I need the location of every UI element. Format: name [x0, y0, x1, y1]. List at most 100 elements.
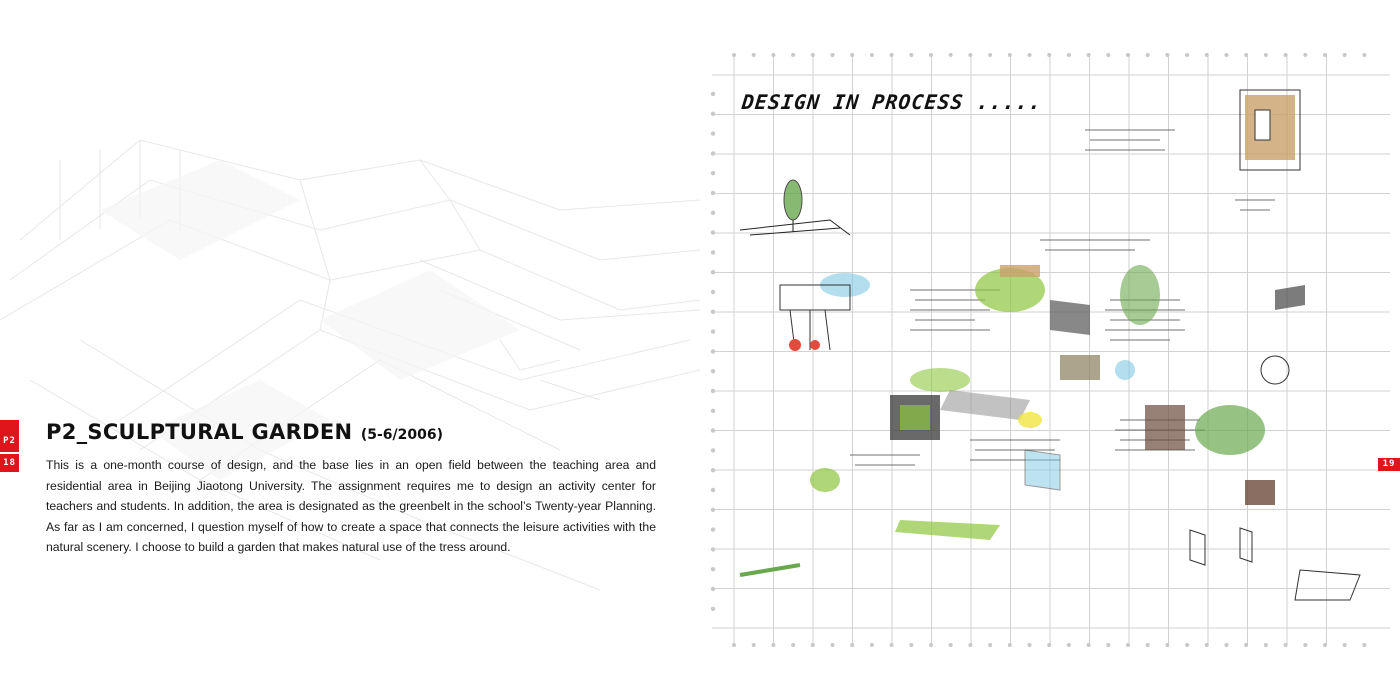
- grid-dot: [1145, 53, 1150, 57]
- grid-dot: [889, 643, 894, 647]
- grid-dot: [710, 487, 716, 493]
- grid-dot: [710, 388, 716, 394]
- grid-dot: [929, 643, 933, 647]
- grid-dot: [710, 408, 716, 413]
- grid-dot: [710, 210, 716, 215]
- section-tab: P2 18: [0, 420, 19, 472]
- grid-dot: [889, 53, 894, 57]
- grid-dot: [1027, 53, 1032, 57]
- page-number-tab: 19: [1378, 458, 1400, 471]
- grid-dot: [1007, 643, 1012, 647]
- grid-dot: [751, 643, 756, 647]
- grid-dot: [1066, 53, 1071, 57]
- grid-dot: [791, 643, 796, 647]
- grid-dot: [710, 468, 716, 473]
- grid-dot: [710, 448, 716, 453]
- sketch-grid: [710, 53, 1390, 647]
- grid-dot: [710, 329, 716, 334]
- left-page: P2 18 P2_SCULPTURAL GARDEN (5-6/2006) Th…: [0, 139, 700, 591]
- grid-dot: [732, 53, 736, 57]
- tab-divider: [0, 452, 19, 454]
- grid-dot: [710, 428, 716, 433]
- grid-dot: [1263, 53, 1268, 57]
- garden-perspective-sketch: [779, 265, 1160, 351]
- grid-dot: [1165, 643, 1170, 647]
- grid-dot: [869, 53, 874, 57]
- grid-dot: [1244, 53, 1249, 57]
- grid-dot: [1185, 53, 1190, 57]
- grid-dot: [1086, 643, 1091, 647]
- grid-dot: [1303, 53, 1308, 57]
- grid-dot: [732, 643, 736, 647]
- grid-dot: [1204, 53, 1209, 57]
- grid-dot: [1323, 53, 1327, 57]
- project-title: P2_SCULPTURAL GARDEN (5-6/2006): [46, 420, 443, 444]
- grid-dot: [1224, 53, 1229, 57]
- grid-dot: [1007, 53, 1012, 57]
- grid-dot: [1342, 643, 1347, 647]
- title-text: P2_SCULPTURAL GARDEN: [46, 420, 353, 444]
- grid-dot: [1106, 53, 1111, 57]
- grid-dot: [710, 507, 716, 512]
- grid-dot: [710, 270, 716, 275]
- grid-dot: [830, 53, 835, 57]
- grid-dot: [1263, 643, 1268, 647]
- grid-dot: [1047, 53, 1052, 57]
- grid-dot: [710, 606, 716, 611]
- tree-elevation-sketch: [739, 179, 851, 236]
- grid-dot: [751, 53, 756, 57]
- grid-dot: [1362, 643, 1367, 647]
- grid-dot: [810, 643, 815, 647]
- grid-dot: [710, 91, 716, 97]
- grid-dot: [909, 53, 914, 57]
- grid-dot: [1185, 643, 1190, 647]
- grid-dot: [1047, 643, 1052, 647]
- grid-dot: [771, 53, 776, 57]
- grid-dot: [710, 349, 716, 354]
- grid-dot: [710, 131, 716, 136]
- grid-dot: [1126, 643, 1130, 647]
- pavilion-plan-sketch: [1239, 89, 1301, 171]
- grid-dot: [1283, 53, 1288, 57]
- grid-dot: [710, 369, 716, 374]
- grid-dot: [869, 643, 874, 647]
- grid-dot: [1027, 643, 1032, 647]
- grid-dot: [1145, 643, 1150, 647]
- grid-dot: [1244, 643, 1249, 647]
- grid-dot: [710, 289, 716, 295]
- grid-dot: [1126, 53, 1130, 57]
- grid-dot: [710, 567, 716, 572]
- grid-dot: [830, 643, 835, 647]
- right-page: DESIGN IN PROCESS .....: [700, 0, 1400, 700]
- grid-dot: [1165, 53, 1170, 57]
- grid-dot: [710, 547, 716, 552]
- grid-dot: [988, 643, 993, 647]
- grid-dot: [710, 171, 716, 176]
- project-description: This is a one-month course of design, an…: [46, 458, 656, 554]
- grid-dot: [929, 53, 933, 57]
- grid-dot: [710, 230, 716, 235]
- grid-dot: [810, 53, 815, 57]
- grid-dot: [710, 111, 716, 117]
- grid-dot: [1204, 643, 1209, 647]
- title-date: (5-6/2006): [360, 427, 443, 443]
- grid-dot: [1283, 643, 1288, 647]
- grid-dot: [850, 53, 855, 57]
- grid-dot: [710, 309, 716, 314]
- grid-dot: [1362, 53, 1367, 57]
- grid-dot: [710, 586, 716, 592]
- grid-dot: [968, 643, 973, 647]
- background-architecture-sketch: [0, 139, 700, 591]
- grid-dot: [948, 643, 953, 647]
- grid-dot: [791, 53, 796, 57]
- grid-dot: [1323, 643, 1327, 647]
- grid-dot: [710, 190, 716, 196]
- grid-dot: [710, 250, 716, 255]
- grid-dot: [909, 643, 914, 647]
- grid-dot: [1066, 643, 1071, 647]
- grid-dot: [948, 53, 953, 57]
- grid-dot: [771, 643, 776, 647]
- planting-sketch: [739, 285, 1361, 601]
- grid-dot: [1303, 643, 1308, 647]
- grid-dot: [1106, 643, 1111, 647]
